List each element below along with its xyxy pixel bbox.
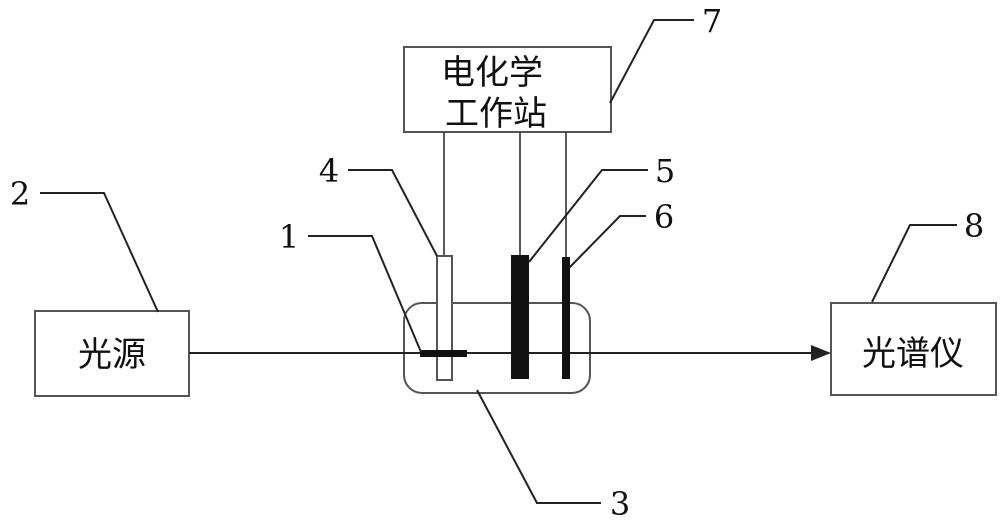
callout-number-7: 7 — [702, 2, 722, 40]
callout-number-1: 1 — [279, 218, 299, 256]
callout-number-8: 8 — [964, 207, 984, 245]
callout-number-6: 6 — [654, 198, 674, 236]
callout-line-6 — [568, 215, 646, 269]
callout-line-3 — [476, 389, 601, 504]
light-source-box — [34, 310, 190, 397]
callout-number-4: 4 — [319, 152, 339, 190]
sample-holder — [420, 350, 467, 357]
callout-line-7 — [609, 19, 694, 104]
spectrometer-label: 光谱仪 — [862, 334, 964, 374]
electrochemical-workstation-box — [403, 46, 612, 133]
spectrometer-box — [830, 302, 997, 396]
workstation-label-line2: 工作站 — [445, 94, 547, 134]
reference-electrode — [436, 255, 453, 381]
working-electrode — [511, 255, 529, 379]
callout-line-8 — [871, 224, 957, 303]
callout-number-3: 3 — [610, 485, 630, 523]
callout-line-1 — [308, 235, 422, 353]
callout-line-2 — [40, 192, 159, 313]
callout-line-5 — [528, 169, 648, 263]
callout-line-4 — [348, 169, 438, 257]
callout-number-2: 2 — [10, 175, 30, 213]
light-source-label: 光源 — [78, 335, 146, 375]
counter-electrode — [562, 257, 570, 379]
callout-number-5: 5 — [655, 152, 675, 190]
workstation-label-line1: 电化学 — [441, 53, 543, 93]
